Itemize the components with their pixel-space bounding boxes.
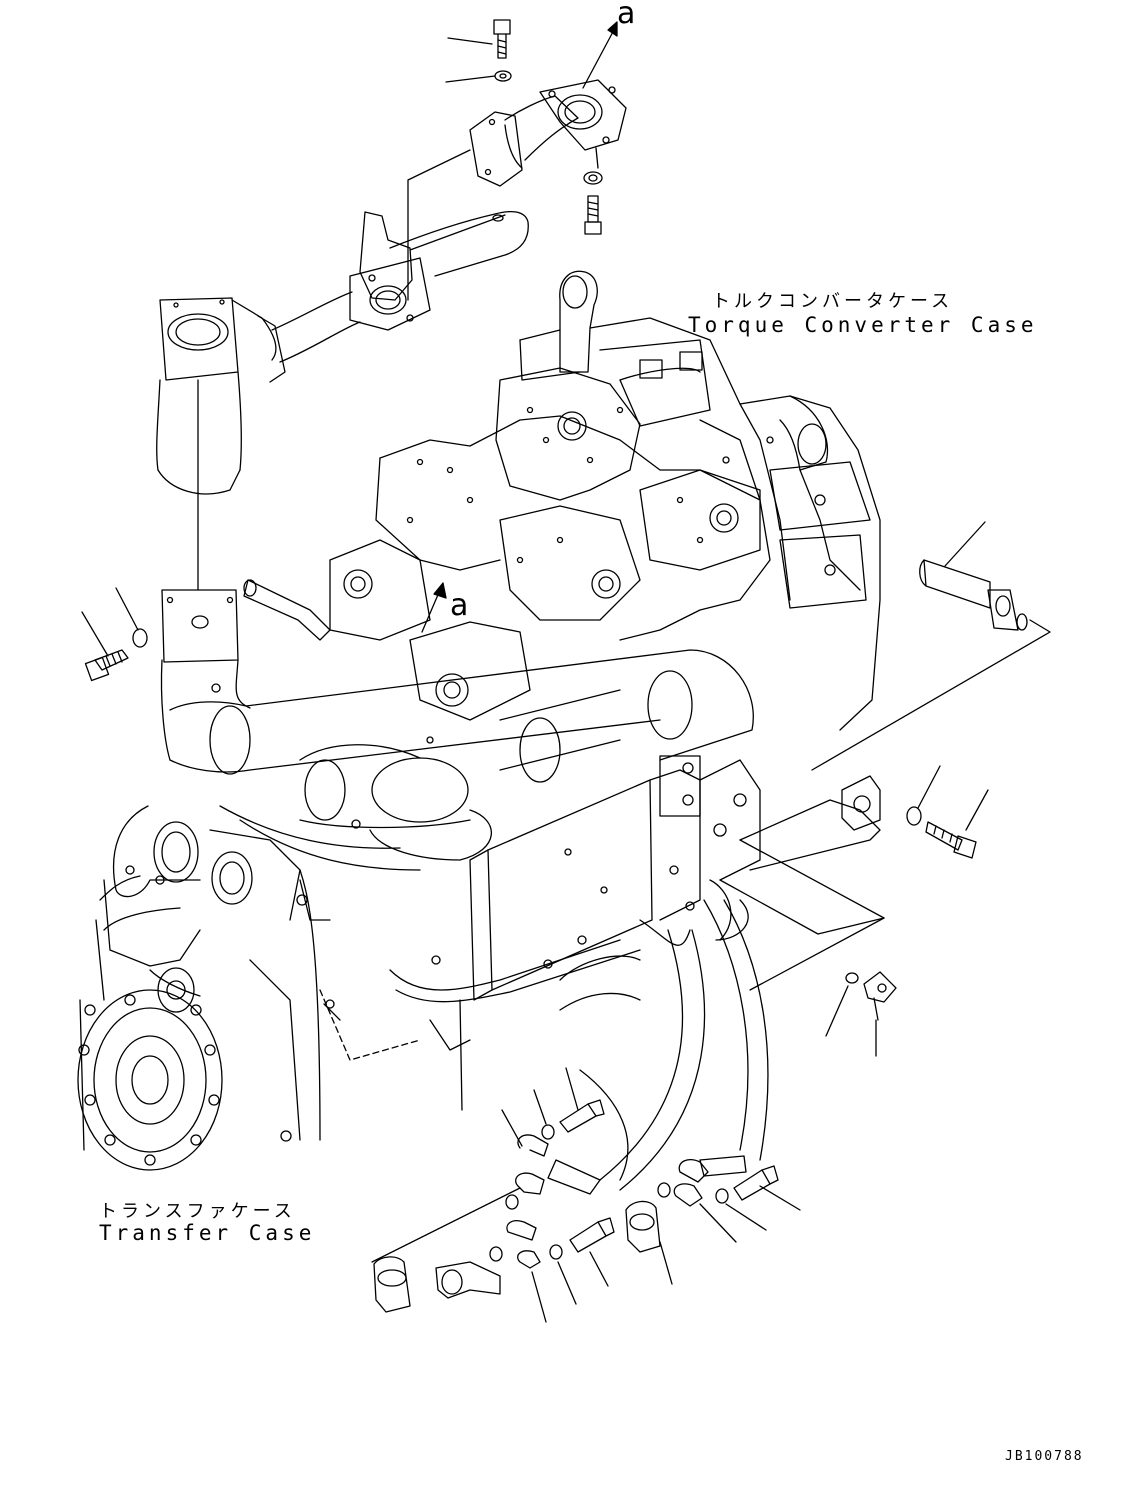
- right-bolt: [926, 822, 976, 858]
- hydraulic-hoses: [548, 880, 768, 1194]
- vertical-elbow: [157, 298, 276, 494]
- transfer-case-label-jp: トランスファケース: [99, 1201, 296, 1222]
- right-washer: [907, 807, 921, 825]
- right-flange: [842, 776, 880, 830]
- small-washer: [584, 172, 602, 184]
- ref-a-top-label: a: [617, 0, 636, 31]
- transfer-case-label-en: Transfer Case: [99, 1221, 316, 1245]
- top-washer: [495, 71, 511, 81]
- ref-a-mid-arrow: [422, 590, 440, 632]
- top-bolt: [494, 20, 510, 58]
- left-bolt: [85, 650, 128, 681]
- transfer-case: [78, 806, 320, 1170]
- hose-ends: [374, 1201, 660, 1312]
- pump-cluster: [330, 368, 770, 720]
- ref-a-top-arrow: [583, 28, 615, 88]
- ref-a-mid-label: a: [450, 588, 469, 623]
- right-flange-pipe: [920, 560, 1027, 630]
- elbow-fitting: [846, 972, 896, 1020]
- lower-elbow: [161, 590, 250, 760]
- torque-converter-case: [520, 271, 880, 730]
- hose-clamps: [490, 1100, 778, 1268]
- valve-block: [470, 756, 880, 1000]
- top-elbow-pipe: [470, 80, 626, 186]
- small-bolt: [585, 196, 601, 234]
- document-id: JB100788: [1005, 1449, 1084, 1464]
- long-pipe: [258, 212, 528, 382]
- cooler-tubes: [170, 650, 753, 860]
- torque-converter-label-jp: トルクコンバータケース: [712, 291, 954, 312]
- left-washer: [133, 629, 147, 647]
- torque-converter-label-en: Torque Converter Case: [688, 313, 1038, 337]
